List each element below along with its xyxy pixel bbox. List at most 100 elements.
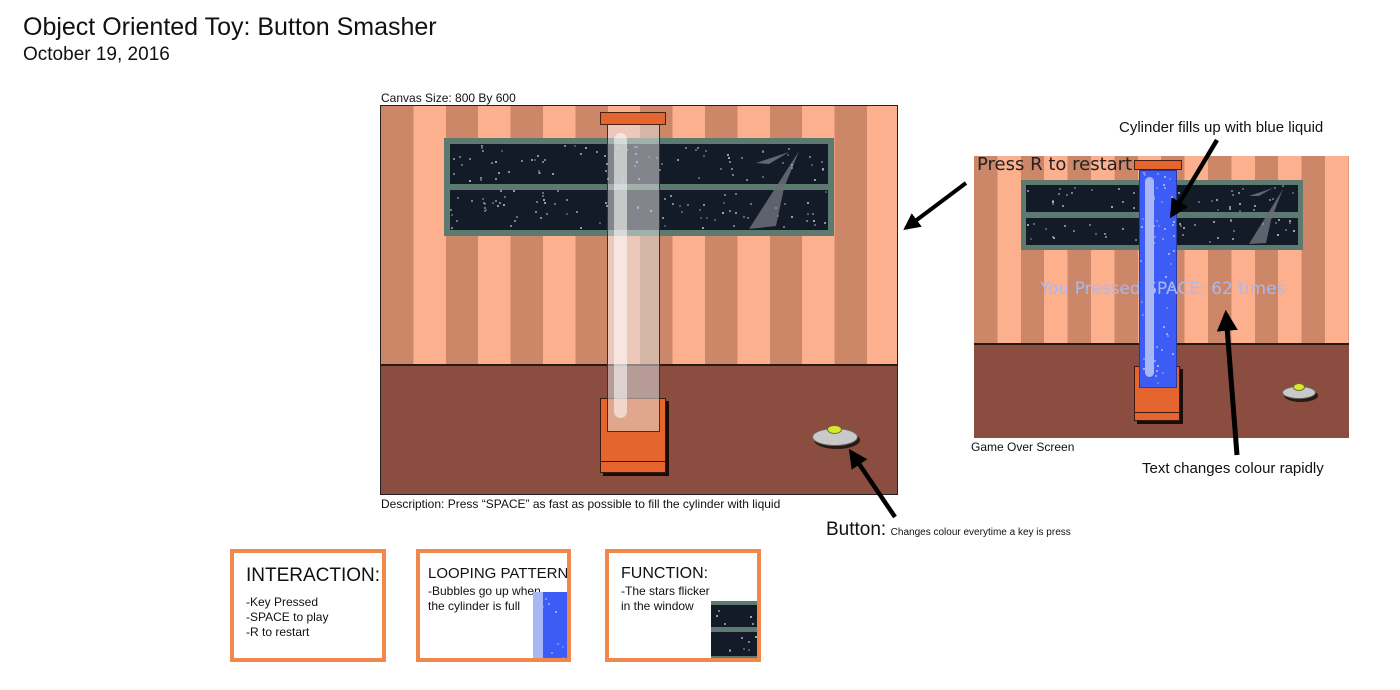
star-icon [637,178,640,181]
star-icon [1140,301,1143,304]
star-icon [698,177,701,180]
star-icon [1153,198,1156,201]
star-icon [515,215,518,218]
glass-cylinder [607,124,660,432]
star-icon [1156,346,1159,349]
star-icon [1289,222,1292,225]
star-icon [544,159,547,162]
star-icon [452,157,455,160]
star-icon [1089,224,1092,227]
star-icon [1157,173,1160,176]
star-icon [453,172,456,175]
star-icon [1143,174,1146,177]
star-icon [564,145,567,148]
star-icon [483,203,486,206]
star-icon [566,213,569,216]
star-icon [1182,226,1185,229]
star-icon [1177,192,1180,195]
star-icon [809,156,812,159]
star-icon [508,170,511,173]
star-icon [822,169,825,172]
star-icon [509,224,512,227]
star-icon [1133,206,1136,209]
star-icon [635,145,638,148]
star-icon [728,161,731,164]
star-icon [698,208,701,211]
arrow-icon [1216,309,1240,456]
star-icon [1163,325,1166,328]
star-icon [540,217,543,220]
star-icon [1110,205,1113,208]
star-icon [658,168,661,171]
star-icon [734,192,737,195]
star-icon [1163,186,1166,189]
star-icon [450,208,453,211]
star-icon [621,177,624,180]
smash-button-cap[interactable] [827,425,842,434]
star-icon [776,214,779,217]
star-icon [605,201,608,204]
star-icon [782,161,785,164]
star-icon [1073,186,1076,189]
star-icon [537,172,540,175]
star-icon [1288,220,1291,223]
star-icon [648,155,651,158]
star-icon [700,216,703,219]
star-icon [544,597,547,600]
canvas-description: Description: Press “SPACE” as fast as po… [381,497,781,511]
star-icon [1166,332,1169,335]
star-icon [623,222,626,225]
star-icon [1052,236,1055,239]
star-icon [542,605,545,608]
star-icon [1157,364,1160,367]
star-icon [664,224,667,227]
star-icon [1155,369,1158,372]
main-game-canvas[interactable] [380,105,898,495]
star-icon [1095,233,1098,236]
star-icon [706,216,709,219]
star-icon [1216,209,1219,212]
star-icon [468,179,471,182]
star-icon [783,226,786,229]
canvas-size-label: Canvas Size: 800 By 600 [381,91,516,105]
arrow-icon [1170,138,1219,219]
looping-pattern-box: LOOPING PATTERN: -Bubbles go up when the… [416,549,571,662]
star-icon [664,198,667,201]
page-date: October 19, 2016 [23,44,170,65]
star-icon [1121,201,1124,204]
star-icon [1197,201,1200,204]
cylinder-highlight [614,133,627,418]
star-icon [1072,230,1075,233]
star-icon [484,207,487,209]
star-icon [1238,209,1241,212]
star-icon [481,150,484,153]
star-icon [820,160,823,163]
game-over-label: Game Over Screen [971,440,1075,454]
star-icon [1154,236,1157,239]
star-icon [512,190,515,193]
cylinder-cap [600,112,666,125]
star-icon [622,180,625,183]
star-icon [498,202,501,205]
star-icon [469,158,472,161]
star-icon [727,156,730,159]
smash-button-cap[interactable] [1293,383,1305,391]
star-icon [723,193,726,196]
star-icon [1171,196,1174,199]
star-icon [550,652,553,655]
interaction-box: INTERACTION: -Key Pressed -SPACE to play… [230,549,386,662]
star-icon [576,211,579,214]
star-icon [1232,193,1235,196]
star-icon [479,177,482,180]
star-icon [774,206,777,209]
star-icon [1228,207,1231,210]
star-icon [1154,374,1157,377]
star-icon [1216,198,1218,201]
game-over-canvas[interactable]: Press R to restart You Pressed SPACE: 62… [974,156,1349,438]
star-icon [671,203,674,206]
star-icon [762,176,765,179]
star-icon [1162,281,1165,284]
star-icon [788,147,791,150]
star-icon [605,169,607,172]
